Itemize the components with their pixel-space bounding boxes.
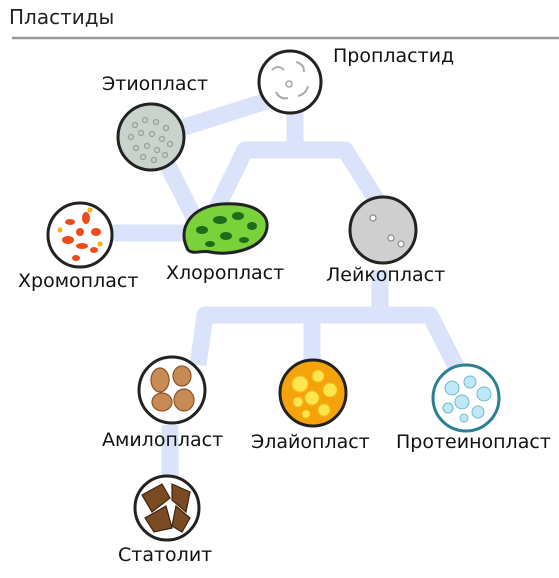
elaioplast-icon [278, 358, 348, 428]
label-elaioplast: Элайопласт [251, 431, 370, 453]
label-etioplast: Этиопласт [102, 73, 209, 95]
proplastid-icon [257, 49, 323, 115]
chloroplast-icon [182, 202, 269, 255]
connector-branch-chloro-leuco [204, 141, 391, 222]
label-statolith: Статолит [118, 544, 213, 566]
label-amyloplast: Амилопласт [102, 429, 224, 451]
label-chromoplast: Хромопласт [18, 270, 139, 292]
amyloplast-icon [137, 355, 207, 425]
leucoplast-icon [348, 195, 418, 265]
chromoplast-icon [46, 201, 114, 269]
label-chloroplast: Хлоропласт [166, 262, 285, 284]
label-proteinoplast: Протеинопласт [396, 431, 551, 453]
proteinoplast-icon [431, 363, 501, 433]
label-proplastid: Пропластид [333, 45, 455, 67]
page-title: Пластиды [9, 5, 115, 29]
statolith-icon [133, 474, 201, 542]
label-leucoplast: Лейкопласт [326, 264, 446, 286]
etioplast-icon [116, 102, 186, 172]
